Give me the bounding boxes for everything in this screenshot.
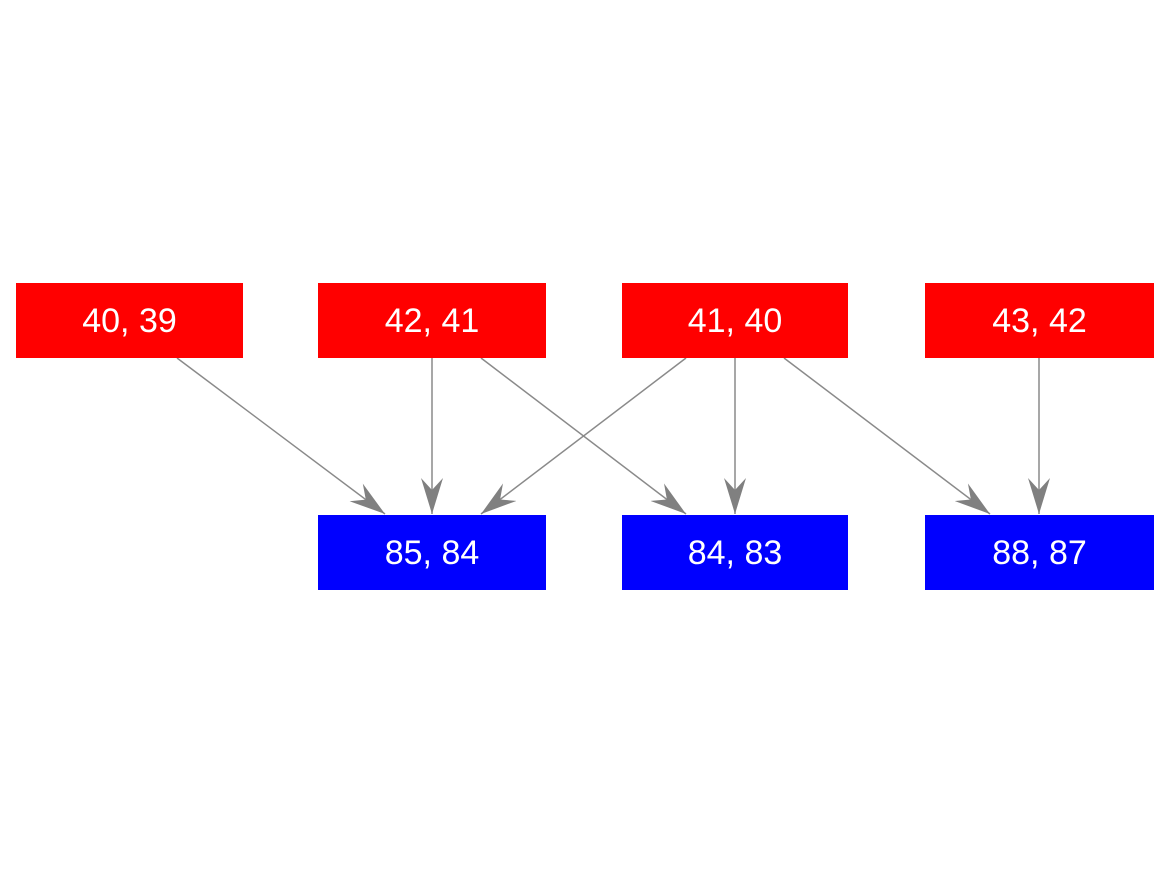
node-bottom-1: 85, 84 bbox=[318, 515, 546, 590]
node-top-4: 43, 42 bbox=[925, 283, 1154, 358]
node-top-2-label: 42, 41 bbox=[384, 301, 480, 340]
node-top-1-label: 40, 39 bbox=[82, 301, 177, 340]
node-bottom-1-label: 85, 84 bbox=[384, 533, 480, 572]
edge-40_39-to-85_84 bbox=[176, 357, 386, 515]
node-bottom-3-label: 88, 87 bbox=[992, 533, 1087, 572]
node-bottom-3: 88, 87 bbox=[925, 515, 1154, 590]
node-top-1: 40, 39 bbox=[16, 283, 243, 358]
edge-41_40-to-85_84 bbox=[480, 357, 687, 515]
node-bottom-2-label: 84, 83 bbox=[687, 533, 783, 572]
node-top-2: 42, 41 bbox=[318, 283, 546, 358]
node-bottom-2: 84, 83 bbox=[622, 515, 848, 590]
node-top-3-label: 41, 40 bbox=[687, 301, 783, 340]
node-top-3: 41, 40 bbox=[622, 283, 848, 358]
edge-41_40-to-88_87 bbox=[783, 357, 991, 515]
node-top-4-label: 43, 42 bbox=[992, 301, 1087, 340]
